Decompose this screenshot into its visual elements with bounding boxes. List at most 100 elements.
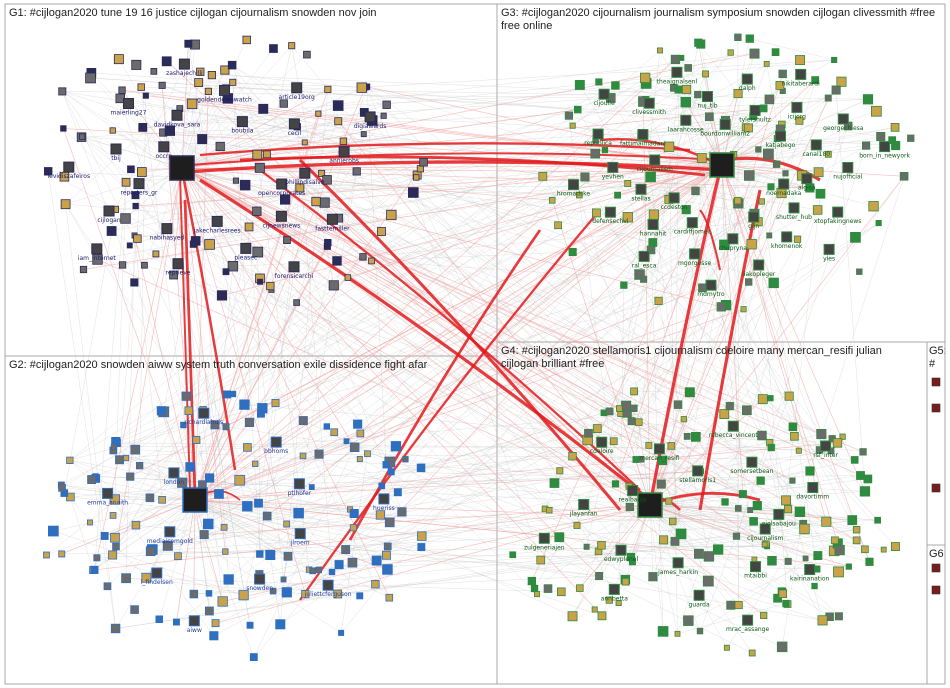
node-g1 <box>194 78 204 87</box>
node-g3 <box>876 131 886 142</box>
node-label-g3: liakopleger <box>742 271 776 278</box>
node-g1 <box>318 169 326 177</box>
node-label-g3: shutter_hub <box>776 214 812 221</box>
edge-faint <box>64 209 116 494</box>
edge-faint <box>304 142 738 201</box>
edge-faint <box>162 85 774 284</box>
labeled-node-g2 <box>293 478 305 490</box>
node-g2 <box>115 455 125 465</box>
node-g2 <box>109 512 117 519</box>
node-g3 <box>590 148 601 159</box>
edge-faint <box>115 519 853 629</box>
node-g2 <box>162 540 173 551</box>
node-g2 <box>90 565 99 574</box>
node-g3 <box>772 160 781 168</box>
node-g4 <box>703 551 715 562</box>
node-g1 <box>352 167 361 176</box>
node-g2 <box>293 507 304 519</box>
node-g1 <box>332 100 344 111</box>
node-g4 <box>752 500 762 511</box>
node-g1 <box>79 133 86 140</box>
labeled-node-g1 <box>63 161 75 173</box>
edge-faint <box>47 171 116 629</box>
labeled-node-g4 <box>615 544 627 556</box>
node-g3 <box>811 76 820 84</box>
edge-faint <box>598 81 752 245</box>
edge-faint <box>352 486 630 563</box>
edge-faint <box>572 506 631 617</box>
node-g1 <box>60 199 71 210</box>
labeled-node-g3 <box>647 219 659 230</box>
node-label-g2: richardlahuls <box>184 419 223 426</box>
labeled-node-g2 <box>164 526 176 538</box>
node-g2 <box>309 567 317 575</box>
edge-spoke <box>181 108 264 169</box>
node-label-g2: juliettcferguson <box>304 591 352 598</box>
node-g3 <box>645 171 656 183</box>
edge-medium <box>83 164 723 270</box>
labeled-node-g4 <box>692 465 704 477</box>
node-g1 <box>106 226 117 236</box>
node-g1 <box>158 81 166 89</box>
node-label-g3: cijournalism <box>637 166 673 173</box>
edge-faint <box>141 59 835 129</box>
node-label-g3: cijoulle <box>594 100 615 107</box>
node-g4 <box>833 566 844 578</box>
edge-spoke <box>649 414 725 506</box>
edge-medium <box>191 103 723 166</box>
labeled-node-g3 <box>791 101 803 113</box>
edge-faint <box>678 89 823 621</box>
edge-faint <box>699 396 790 632</box>
node-g4 <box>852 526 861 534</box>
node-g4 <box>831 536 839 545</box>
node-g4 <box>675 528 687 540</box>
node-g2 <box>214 489 224 499</box>
node-g4 <box>856 471 865 480</box>
node-g4 <box>756 476 765 485</box>
edge-faint <box>119 176 586 460</box>
node-label-g3: laarahcosse <box>668 126 704 133</box>
labeled-node-g3 <box>686 217 698 229</box>
labeled-node-g3 <box>592 128 604 140</box>
node-g2 <box>283 551 293 561</box>
node-label-g1: reprieve <box>166 270 191 277</box>
labeled-node-g3 <box>810 139 822 151</box>
edge-medium <box>347 164 723 278</box>
edge-medium <box>194 128 781 501</box>
node-label-g4: realbanjo <box>619 497 647 504</box>
node-g2 <box>283 520 291 528</box>
node-g3 <box>614 191 621 199</box>
labeled-node-g4 <box>820 440 832 452</box>
edge-faint <box>302 455 631 558</box>
node-g2 <box>349 442 360 452</box>
node-g2 <box>257 403 268 414</box>
node-g3 <box>663 141 675 152</box>
node-g1 <box>136 167 147 177</box>
node-g4 <box>874 516 882 524</box>
node-g1 <box>328 280 339 291</box>
edge-spoke <box>194 499 244 596</box>
labeled-node-g4 <box>746 456 758 468</box>
node-g4 <box>749 517 758 526</box>
node-label-g1: reporters_gr <box>121 190 158 197</box>
node-g4 <box>625 502 634 512</box>
node-g2 <box>281 587 292 598</box>
node-g2 <box>222 548 229 555</box>
node-g3 <box>624 179 632 187</box>
node-g3 <box>758 198 765 205</box>
edge-faint <box>280 309 744 625</box>
node-label-g2: london <box>164 479 185 486</box>
edge-spoke <box>649 470 811 506</box>
edge-faint <box>69 460 342 634</box>
edge-medium <box>194 499 223 602</box>
node-g2 <box>87 475 97 485</box>
edge-faint <box>266 154 754 522</box>
node-g2 <box>185 462 195 472</box>
edge-faint <box>166 61 744 495</box>
labeled-node-g3 <box>638 250 650 262</box>
node-g1 <box>131 59 142 70</box>
labeled-node-g4 <box>727 420 739 432</box>
labeled-node-g4 <box>693 589 705 601</box>
node-g2 <box>416 463 426 473</box>
node-g4 <box>742 405 752 416</box>
